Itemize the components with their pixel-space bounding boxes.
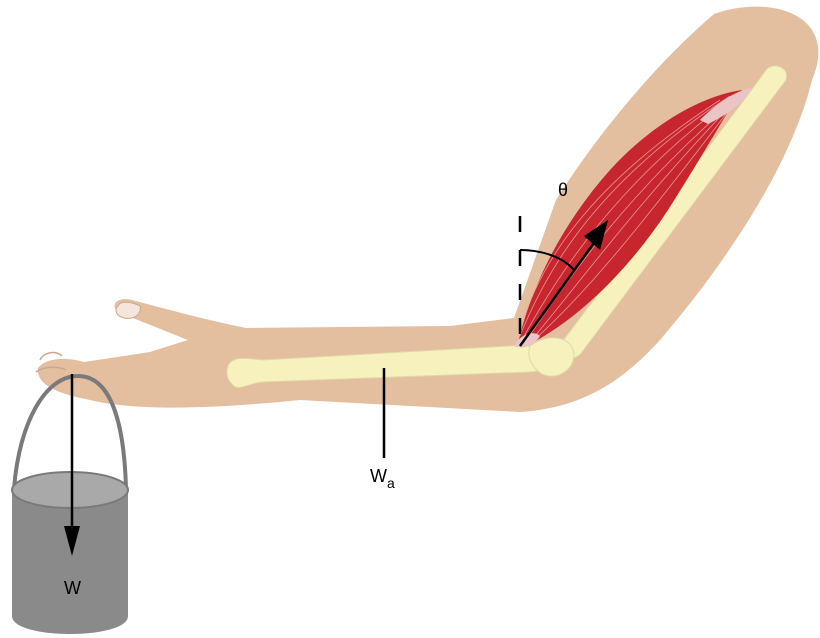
arm-weight-subscript: a [387, 475, 395, 491]
thumb-nail [116, 302, 140, 318]
bucket-body [12, 490, 128, 634]
arm-weight-label: Wa [370, 466, 395, 491]
bucket-top [12, 472, 128, 508]
arm-weight-symbol: W [370, 466, 387, 486]
bucket-weight-label: W [64, 578, 81, 598]
theta-label: θ [558, 180, 568, 200]
